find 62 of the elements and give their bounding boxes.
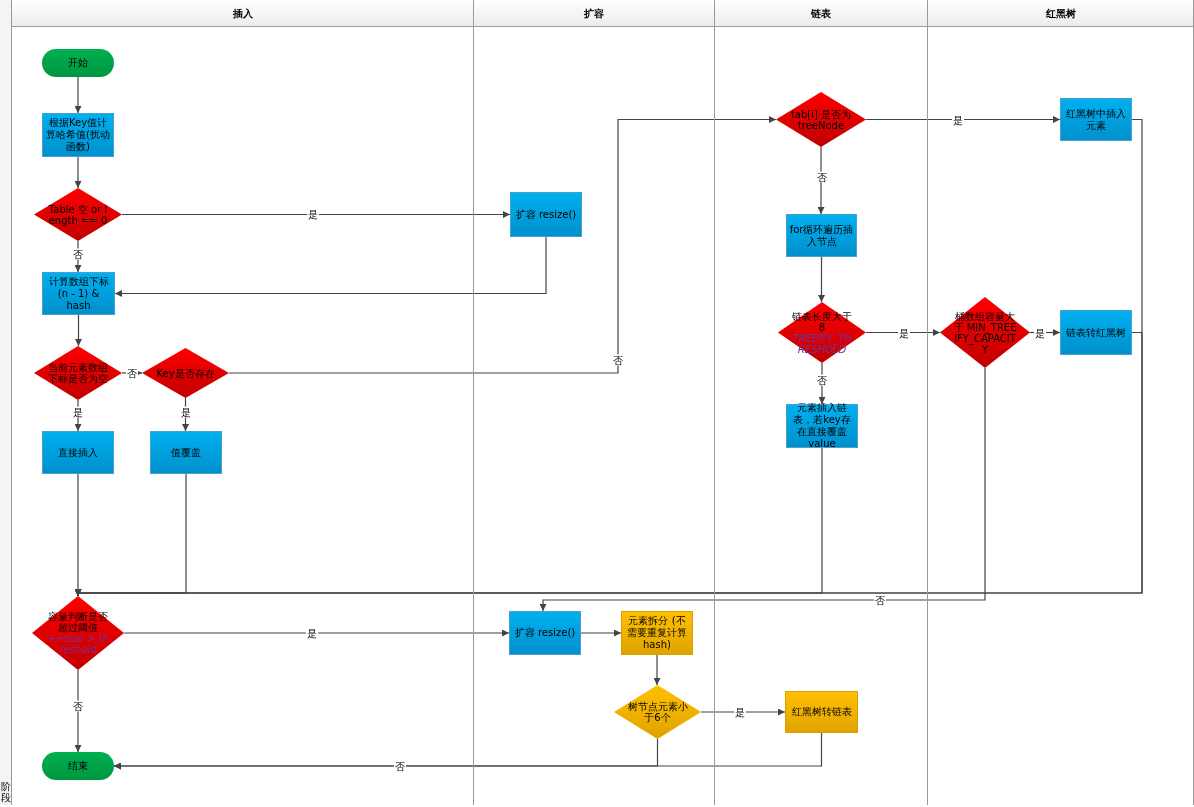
swimlane xyxy=(928,0,1194,805)
process-box: 红黑树转链表 xyxy=(785,691,858,733)
diamond-label: 当前元素数组下标是否为空 xyxy=(47,362,109,384)
edge-label: 否 xyxy=(816,171,828,183)
edge-label: 否 xyxy=(394,760,406,772)
edge-label: 是 xyxy=(952,114,964,125)
arrow xyxy=(539,367,986,612)
arrow xyxy=(865,116,1061,123)
process-box: 元素插入链表，若key存在直接覆盖value xyxy=(786,404,858,448)
arrow xyxy=(817,146,825,215)
edge-label: 是 xyxy=(1034,327,1046,338)
arrow xyxy=(74,156,82,189)
edge-label: 否 xyxy=(816,374,828,386)
arrow xyxy=(123,629,510,637)
edge-label: 否 xyxy=(126,367,138,379)
diamond-label: tab[i] 是否为 treeNode xyxy=(789,108,853,131)
pool-label: 阶段 xyxy=(1,781,11,803)
diamond-label: 树节点元素小于6个 xyxy=(627,701,688,723)
diamond-label: ++size > threshold xyxy=(46,633,110,655)
edge-label: 是 xyxy=(72,406,84,418)
diamond-label: Key是否存在 xyxy=(155,367,216,379)
edge-label: 是 xyxy=(734,706,746,718)
edge-label: 否 xyxy=(72,248,84,260)
arrow xyxy=(818,256,825,303)
arrow xyxy=(121,369,143,377)
arrow xyxy=(74,331,1143,597)
arrow xyxy=(74,669,82,753)
arrow xyxy=(653,654,661,686)
edge-label: 是 xyxy=(307,208,319,220)
arrow xyxy=(182,397,189,432)
arrow xyxy=(113,732,823,770)
swimlane xyxy=(12,0,474,805)
edge-label: 是 xyxy=(180,406,192,418)
diamond-label: 链表长度大于8 xyxy=(791,310,853,333)
process-box: 根据Key值计算哈希值(扰动函数) xyxy=(42,113,114,157)
arrow xyxy=(580,629,622,637)
arrow xyxy=(114,236,547,297)
arrow xyxy=(700,708,786,716)
edge-label: 否 xyxy=(612,354,624,366)
swimlane xyxy=(715,0,928,805)
process-box: 扩容 resize() xyxy=(509,611,581,655)
process-box: 直接插入 xyxy=(42,431,114,474)
arrow xyxy=(865,329,941,336)
terminal-pill: 结束 xyxy=(42,752,114,780)
arrow xyxy=(75,314,82,347)
edge-label: 是 xyxy=(306,627,318,639)
diamond-label: Table 空 or length == 0 xyxy=(47,203,109,226)
terminal-pill: 开始 xyxy=(42,49,114,77)
swimlane xyxy=(474,0,715,805)
arrow xyxy=(228,116,777,374)
process-box: 值覆盖 xyxy=(150,431,222,474)
edge-label: 是 xyxy=(898,327,910,338)
arrow xyxy=(74,76,82,114)
edge-label: 否 xyxy=(72,700,84,712)
process-box: 元素拆分 (不需要重复计算hash) xyxy=(621,611,693,655)
process-box: 扩容 resize() xyxy=(510,192,582,237)
arrow xyxy=(121,211,511,218)
process-box: 红黑树中插入元素 xyxy=(1060,98,1132,141)
edge-label: 否 xyxy=(874,594,886,606)
process-box: 链表转红黑树 xyxy=(1060,310,1132,355)
process-box: 计算数组下标 (n - 1) & hash xyxy=(42,272,115,315)
process-box: for循环遍历插入节点 xyxy=(786,214,857,257)
